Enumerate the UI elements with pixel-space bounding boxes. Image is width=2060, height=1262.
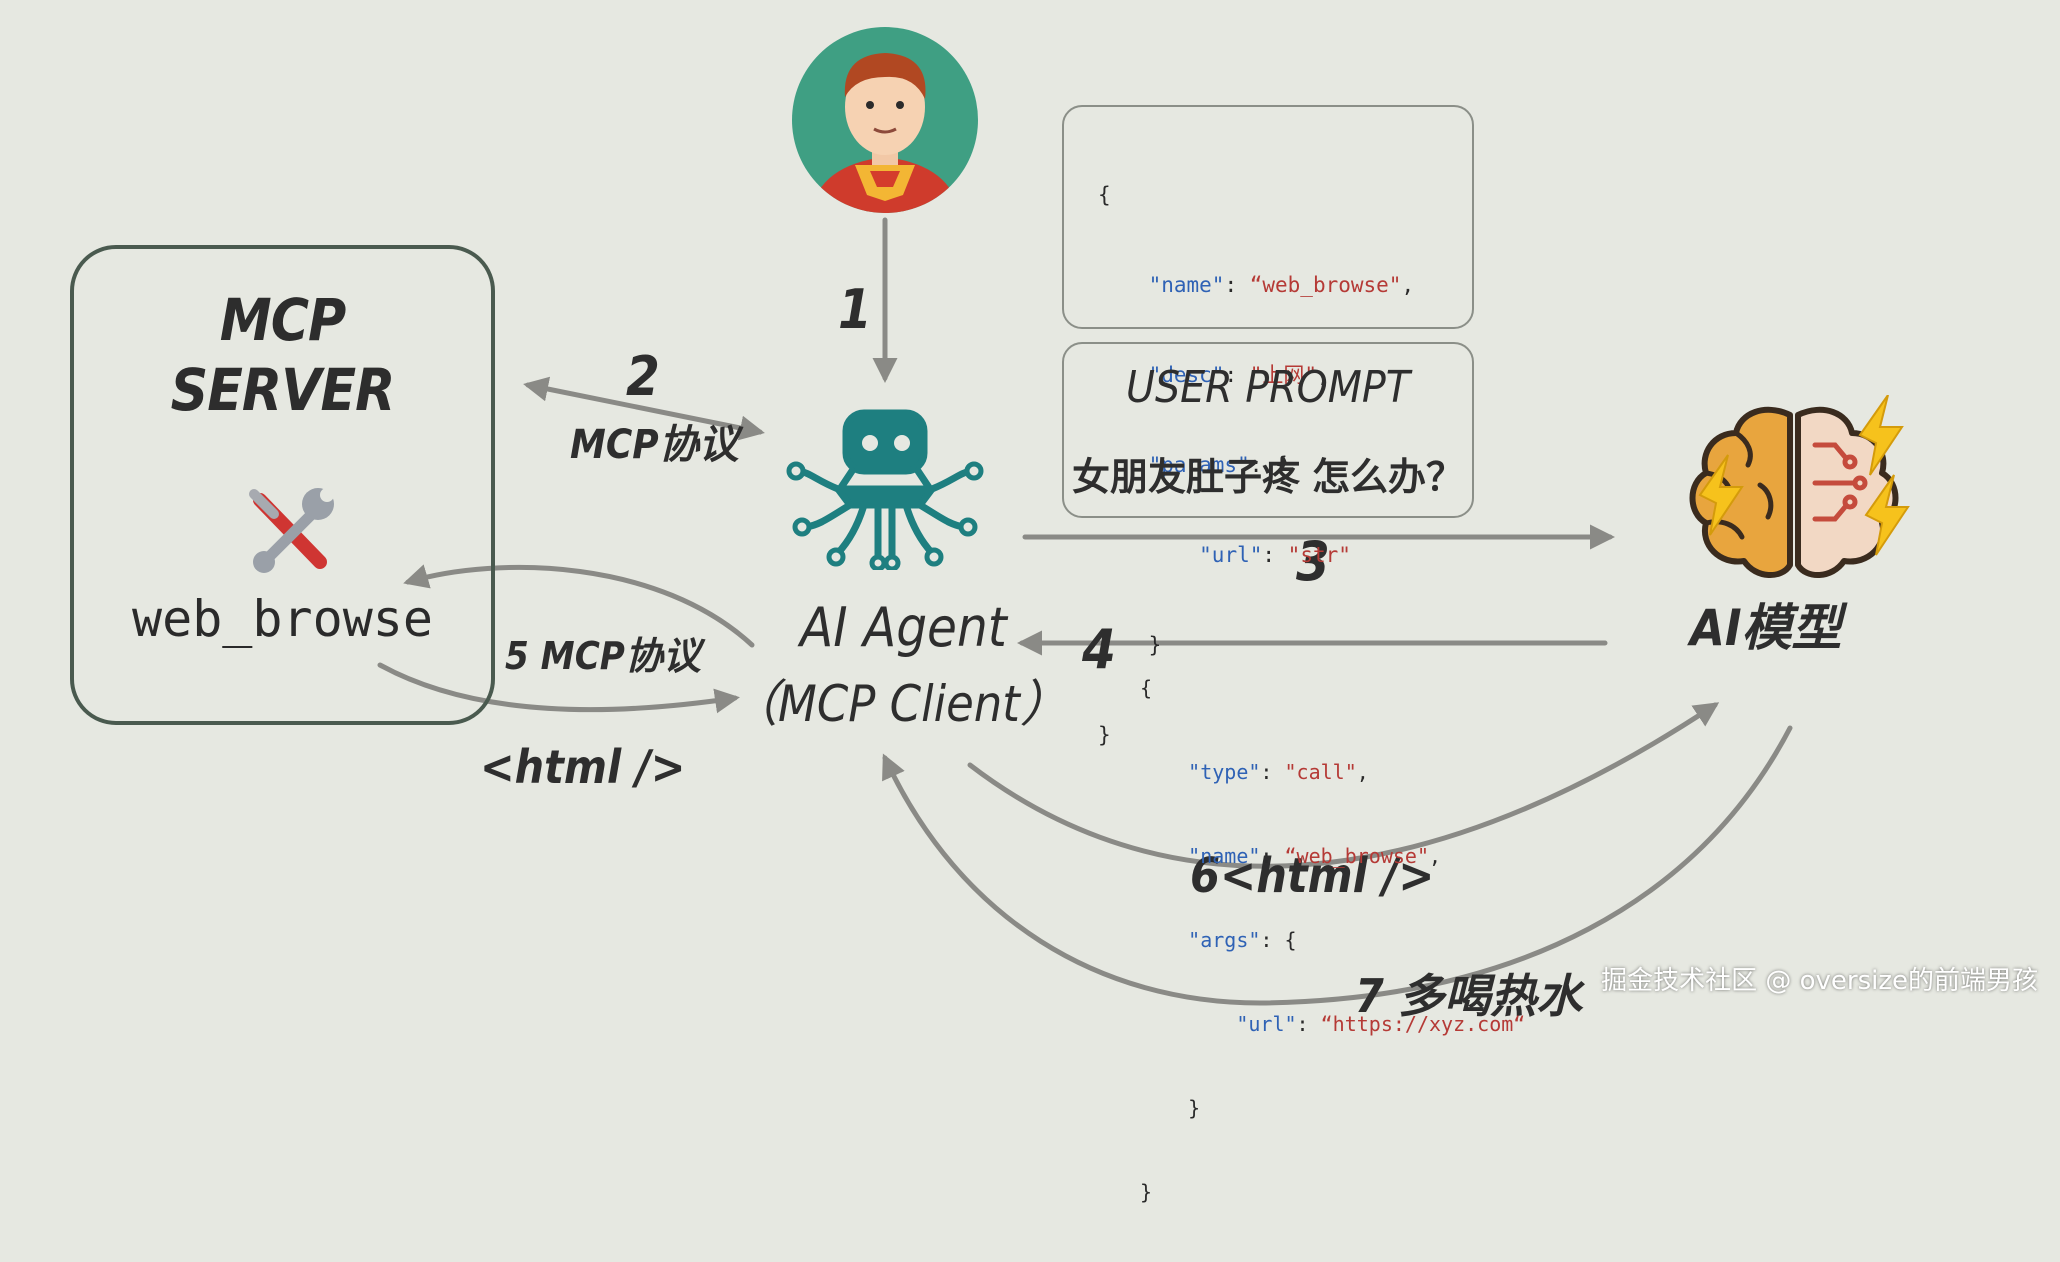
step-1-label: 1 — [838, 278, 872, 341]
tooldef-close: } — [1098, 723, 1111, 747]
tooldef-desc-key: "desc" — [1148, 363, 1225, 387]
html-response-label: <html /> — [480, 740, 686, 794]
mcp-client-label: （MCP Client） — [728, 675, 1070, 733]
tooldef-name-key: "name" — [1148, 273, 1225, 297]
toolcall-args-key: "args" — [1188, 928, 1261, 952]
step-2-label: MCP协议 — [570, 422, 739, 468]
step-5-label: 5 MCP协议 — [505, 634, 701, 678]
ai-agent-label: AI Agent — [800, 596, 1007, 659]
tooldef-url-key: "url" — [1199, 543, 1263, 567]
arrow-step-5-response — [377, 662, 740, 714]
tooldef-name-value: “web_browse" — [1249, 273, 1402, 297]
step-4-label: 4 — [1082, 618, 1116, 681]
arrow-step-2 — [523, 376, 765, 441]
user-prompt-box — [1062, 342, 1474, 518]
server-tool-name: web_browse — [131, 590, 434, 648]
ai-model-brain-icon — [1689, 395, 1910, 578]
toolcall-inner-close: } — [1188, 1096, 1201, 1120]
toolcall-name-key: "name" — [1188, 844, 1261, 868]
user-prompt-text: 女朋友肚子疼 怎么办？ — [1072, 455, 1464, 499]
step-3-label: 3 — [1296, 530, 1330, 593]
arrow-step-7 — [882, 725, 1793, 1006]
tooldef-inner-close: } — [1148, 633, 1162, 657]
step-7-label: 7 多喝热水 — [1355, 969, 1583, 1023]
arrow-step-6 — [967, 702, 1720, 869]
step-6-label: 6<html /> — [1190, 848, 1435, 904]
tooldef-open: { — [1098, 183, 1111, 207]
step-2-number: 2 — [626, 345, 660, 408]
mcp-server-title: MCP SERVER — [70, 285, 495, 425]
user-avatar-icon — [792, 27, 978, 213]
arrows-layer — [377, 217, 1793, 1006]
toolcall-close: } — [1140, 1180, 1153, 1204]
server-title-line1: MCP — [219, 286, 346, 354]
tool-call-code: { "type": "call", "name": “web_browse", … — [1140, 676, 1526, 1204]
arrow-step-5-request — [403, 564, 755, 648]
tool-definition-box — [1062, 105, 1474, 329]
tool-definition-code: { "name": “web_browse", "desc": "上网", "p… — [1098, 183, 1415, 747]
tools-icon — [249, 488, 334, 573]
ai-agent-robot-icon — [786, 409, 984, 570]
toolcall-type-value: "call" — [1284, 760, 1357, 784]
toolcall-open: { — [1140, 676, 1153, 700]
toolcall-type-key: "type" — [1188, 760, 1261, 784]
watermark: 掘金技术社区 @ oversize的前端男孩 — [1601, 966, 2038, 996]
server-title-line2: SERVER — [170, 356, 396, 424]
toolcall-name-value: “web_browse" — [1284, 844, 1430, 868]
tooldef-url-value: "str" — [1287, 543, 1351, 567]
user-prompt-title: USER PROMPT — [1126, 362, 1410, 413]
mcp-server-box — [70, 245, 495, 725]
tooldef-desc-value: "上网" — [1249, 363, 1318, 387]
tooldef-params-key: "params" — [1148, 453, 1250, 477]
ai-model-label: AI模型 — [1690, 599, 1842, 657]
